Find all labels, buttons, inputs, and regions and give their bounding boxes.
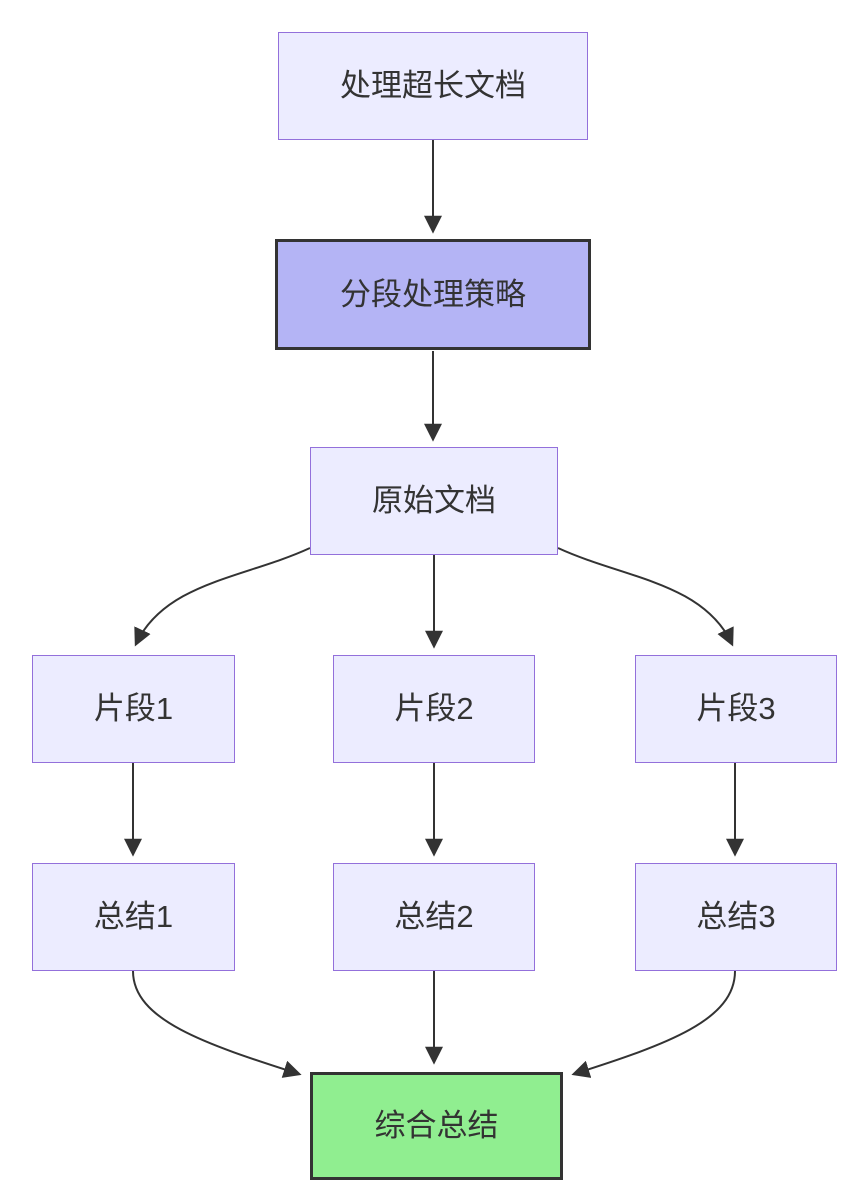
node-fragment-2: 片段2 (333, 655, 535, 763)
node-final-summary-label: 综合总结 (374, 1108, 499, 1144)
node-fragment-3-label: 片段3 (696, 691, 776, 727)
node-task-label: 处理超长文档 (340, 68, 526, 104)
edge-summary-1-final (132, 970, 302, 1078)
node-summary-3-label: 总结3 (696, 899, 776, 935)
node-task: 处理超长文档 (278, 32, 588, 140)
node-fragment-1: 片段1 (32, 655, 235, 763)
edge-source-doc-fragment-1 (134, 547, 311, 647)
node-summary-2: 总结2 (333, 863, 535, 971)
node-summary-1: 总结1 (32, 863, 235, 971)
node-summary-3: 总结3 (635, 863, 837, 971)
node-summary-1-label: 总结1 (93, 899, 174, 935)
node-fragment-3: 片段3 (635, 655, 837, 763)
node-strategy: 分段处理策略 (275, 239, 591, 350)
edge-summary-3-final (571, 970, 736, 1078)
node-fragment-2-label: 片段2 (394, 691, 474, 727)
node-source-doc-label: 原始文档 (372, 483, 496, 519)
node-final-summary: 综合总结 (310, 1072, 563, 1180)
edge-source-doc-fragment-3 (557, 547, 734, 647)
node-summary-2-label: 总结2 (394, 899, 474, 935)
node-source-doc: 原始文档 (310, 447, 558, 555)
node-fragment-1-label: 片段1 (93, 691, 174, 727)
node-strategy-label: 分段处理策略 (340, 276, 526, 312)
